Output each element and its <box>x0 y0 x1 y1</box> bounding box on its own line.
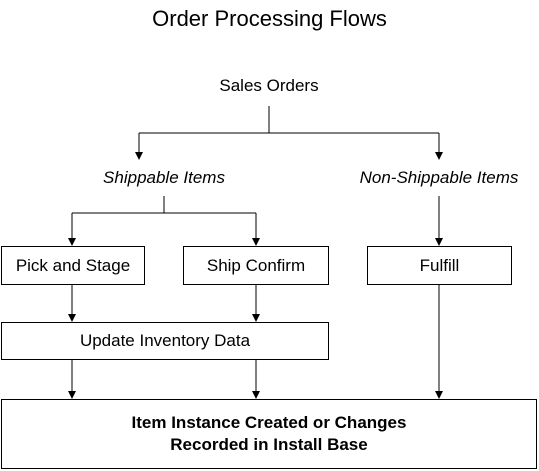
node-non-shippable-items: Non-Shippable Items <box>359 168 519 187</box>
page-title: Order Processing Flows <box>152 6 387 31</box>
box-fulfill: Fulfill <box>367 246 512 285</box>
box-update-inventory-data: Update Inventory Data <box>1 322 329 360</box>
node-sales-orders: Sales Orders <box>219 76 319 95</box>
box-item-instance-line1: Item Instance Created or Changes <box>131 413 407 432</box>
node-shippable-items: Shippable Items <box>103 168 225 187</box>
box-item-instance-line2: Recorded in Install Base <box>170 435 368 454</box>
box-fulfill-label: Fulfill <box>419 255 460 275</box>
box-ship-confirm-label: Ship Confirm <box>206 255 306 275</box>
box-ship-confirm: Ship Confirm <box>183 246 329 285</box>
box-update-inventory-data-label: Update Inventory Data <box>79 331 251 350</box>
box-pick-and-stage-label: Pick and Stage <box>15 255 131 275</box>
box-pick-and-stage: Pick and Stage <box>1 246 145 285</box>
box-item-instance: Item Instance Created or Changes Recorde… <box>1 399 537 469</box>
